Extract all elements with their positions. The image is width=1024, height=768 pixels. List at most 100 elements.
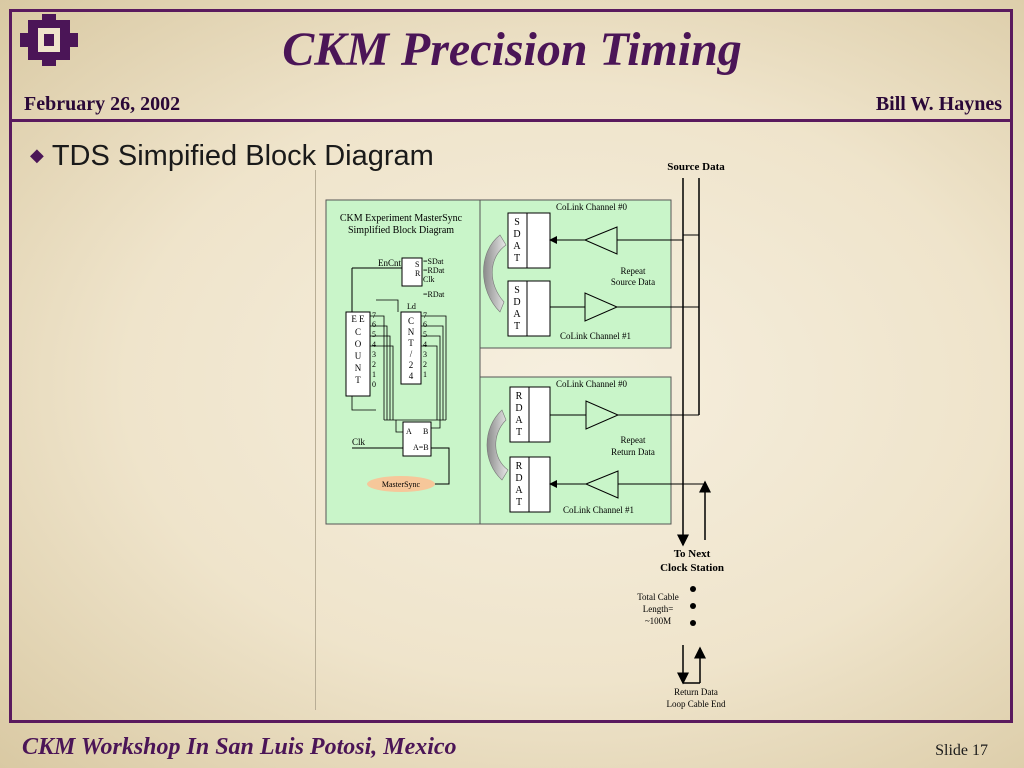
cnt-letter: N [408,327,415,337]
cnt-letter: 2 [409,360,414,370]
repeat-return-1: Repeat [621,435,646,445]
to-next-1: To Next [674,548,711,560]
sdat-letter: T [514,321,520,332]
bus-wire [421,345,438,420]
slide-number: Slide 17 [935,742,988,759]
sdat-block-bottom [507,280,551,337]
sdat-letter: S [514,285,520,296]
colink-ch0-bottom: CoLink Channel #0 [556,379,627,389]
sdat-letter: S [514,217,520,228]
sdat-letter: D [513,229,520,240]
repeat-source-1: Repeat [621,266,646,276]
sdat-letter: D [513,297,520,308]
cable-label-3: ~100M [645,616,671,626]
rdat-letter: D [515,403,522,414]
cnt-bit-labels: 7 6 5 4 3 2 1 [423,311,427,379]
mastersync-oval [367,476,435,492]
bullet-text: TDS Simpified Block Diagram [51,140,434,172]
footer-workshop: CKM Workshop In San Luis Potosi, Mexico [22,734,457,760]
count-letter: N [355,363,362,373]
ellipsis-dot [690,620,696,626]
bit-label: 5 [372,330,376,339]
cnt-letter: 4 [409,371,414,381]
bus-wire [395,420,403,433]
rdat-bottom-letters: R D A T [515,461,523,508]
bit-label: 2 [423,360,427,369]
diamond-bullet-icon: ◆ [30,145,44,165]
ee-bit-labels: 7 6 5 4 3 2 1 0 [372,311,376,389]
bus-wires [351,299,447,433]
rdat-block-bottom [509,456,551,513]
bit-label: 5 [423,330,427,339]
bit-label: 2 [372,360,376,369]
left-panel-title-1: CKM Experiment MasterSync [340,213,463,224]
encnt-label: EnCnt [378,258,402,268]
bit-label: 7 [372,311,376,320]
bit-label: 0 [372,380,376,389]
cable-label-1: Total Cable [637,592,679,602]
comparator-a: A [406,427,412,436]
bus-wire [370,325,388,420]
sdat-letter: A [513,309,521,320]
sdat-letter: A [513,241,521,252]
repeat-return-2: Return Data [611,447,655,457]
rdat-letter: T [516,427,522,438]
bus-wire [370,315,385,420]
to-next-2: Clock Station [660,562,724,574]
sdat-output: =SDat [423,257,444,266]
rdat-top-letters: R D A T [515,391,523,438]
column-divider [315,170,316,710]
sdat-top-letters: S D A T [513,217,521,264]
sdat-letter: T [514,253,520,264]
left-panel-title-2: Simplified Block Diagram [348,225,454,236]
clk-label: Clk [352,437,366,447]
bit-label: 4 [372,340,376,349]
latch-s: S [415,260,419,269]
bit-label: 6 [423,320,427,329]
count-letter: U [355,351,362,361]
slide-author: Bill W. Haynes [875,93,1002,115]
bus-wire [421,335,441,420]
cnt-letter: / [410,349,413,359]
sr-latch [401,257,423,287]
slide-frame [9,9,1013,723]
ellipsis-dot [690,603,696,609]
bit-label: 1 [423,370,427,379]
cnt-letter: T [408,338,414,348]
count-letters: C O U N T [355,327,362,385]
loop-end-label: Loop Cable End [667,699,726,709]
count-letter: O [355,339,362,349]
source-curved-arrow [483,234,507,313]
return-data-label: Return Data [674,687,718,697]
ee-count-block [345,311,371,397]
rdat-letter: D [515,473,522,484]
count-letter: T [355,375,361,385]
bit-label: 7 [423,311,427,320]
rdat-letter: T [516,497,522,508]
colink-ch1-bottom: CoLink Channel #1 [563,505,634,515]
cnt-letter: C [408,316,414,326]
bit-label: 4 [423,340,427,349]
bus-wire [421,325,444,420]
rdat-letter: A [515,485,523,496]
ee-label: E E [351,314,365,324]
cnt24-block [400,311,422,385]
rdat-output-2: =RDat [423,290,445,299]
comparator-b: B [423,427,428,436]
bit-label: 3 [423,350,427,359]
cnt-letters: C N T / 2 4 [408,316,415,381]
slide-date: February 26, 2002 [24,93,181,115]
mastersync-label: MasterSync [382,480,421,489]
header-divider [12,119,1012,122]
bus-wire [370,335,391,420]
clk-output: Clk [423,275,435,284]
slide-title: CKM Precision Timing [282,23,742,76]
colink-ch0-top: CoLink Channel #0 [556,202,627,212]
count-letter: C [355,327,361,337]
rdat-output: =RDat [423,266,445,275]
bullet-item: ◆ TDS Simpified Block Diagram [30,140,434,173]
ld-label: Ld [407,302,416,311]
cable-label-2: Length= [643,604,674,614]
latch-r: R [415,269,421,278]
source-data-label: Source Data [667,161,725,173]
